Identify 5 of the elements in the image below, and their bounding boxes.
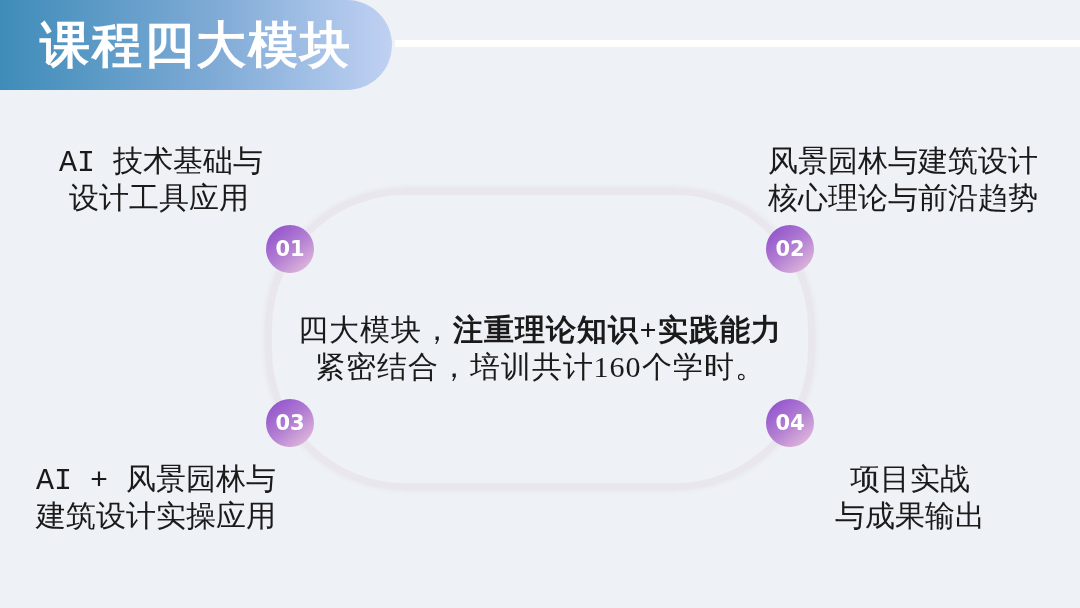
slide-title: 课程四大模块 [40,17,352,73]
module-title: AI + 风景园林与建筑设计实操应用 [36,463,277,537]
module-title: 项目实战与成果输出 [834,463,986,537]
module-title: 风景园林与建筑设计核心理论与前沿趋势 [768,145,1039,219]
summary-text: 四大模块，注重理论知识+实践能力紧密结合，培训共计160个学时。 [297,312,783,385]
